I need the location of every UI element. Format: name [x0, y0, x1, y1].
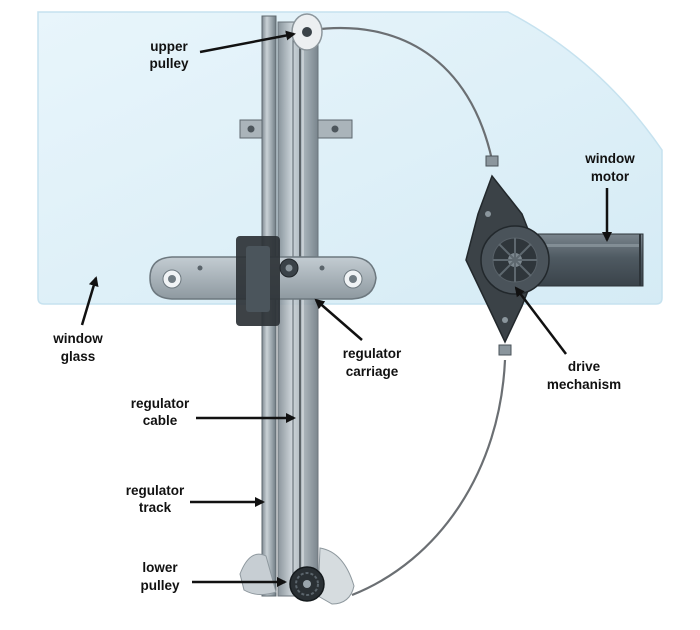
- svg-text:carriage: carriage: [346, 364, 399, 379]
- window-glass-label-line2: glass: [61, 349, 96, 364]
- svg-text:drive: drive: [568, 359, 601, 374]
- drive-mechanism-arrow: [514, 286, 567, 355]
- window-motor-label-line2: motor: [591, 169, 630, 184]
- regulator-carriage-label-line1: regulator: [343, 346, 402, 361]
- window-motor-shape: [534, 233, 644, 287]
- svg-text:mechanism: mechanism: [547, 377, 621, 392]
- label-upper-pulley: upper pulley: [149, 30, 296, 71]
- svg-text:window: window: [584, 151, 635, 166]
- window-motor-label-line1: window: [584, 151, 635, 166]
- regulator-cable-label-line2: cable: [143, 413, 178, 428]
- upper-pulley-label-line2: pulley: [149, 56, 189, 71]
- window-glass-label-line1: window: [52, 331, 103, 346]
- drive-mechanism-label-line2: mechanism: [547, 377, 621, 392]
- label-drive-mechanism: drive mechanism: [514, 286, 621, 392]
- label-regulator-track: regulator track: [126, 483, 265, 515]
- lower-pulley-label-line1: lower: [142, 560, 178, 575]
- regulator-cable-lower: [351, 359, 507, 597]
- svg-text:upper: upper: [150, 39, 188, 54]
- regulator-cable-label-line1: regulator: [131, 396, 190, 411]
- label-window-motor: window motor: [584, 151, 635, 242]
- regulator-track-shape: [261, 15, 319, 597]
- regulator-track-label-line2: track: [139, 500, 172, 515]
- window-glass-arrow: [80, 276, 99, 326]
- svg-text:regulator: regulator: [131, 396, 190, 411]
- regulator-carriage-shape: [149, 236, 377, 326]
- svg-text:pulley: pulley: [140, 578, 180, 593]
- upper-pulley-label-line1: upper: [150, 39, 188, 54]
- label-lower-pulley: lower pulley: [140, 560, 287, 593]
- svg-text:motor: motor: [591, 169, 630, 184]
- regulator-carriage-label-line2: carriage: [346, 364, 399, 379]
- label-regulator-carriage: regulator carriage: [314, 298, 402, 379]
- svg-text:lower: lower: [142, 560, 178, 575]
- lower-pulley-shape: [239, 547, 355, 605]
- svg-text:track: track: [139, 500, 172, 515]
- regulator-carriage-arrow: [314, 298, 363, 341]
- svg-text:glass: glass: [61, 349, 96, 364]
- regulator-cable-upper: [311, 26, 494, 161]
- lower-pulley-label-line2: pulley: [140, 578, 180, 593]
- svg-text:window: window: [52, 331, 103, 346]
- upper-pulley-shape: [291, 13, 323, 51]
- svg-text:pulley: pulley: [149, 56, 189, 71]
- drive-mechanism-label-line1: drive: [568, 359, 601, 374]
- upper-pulley-arrow: [199, 30, 296, 54]
- regulator-track-label-line1: regulator: [126, 483, 185, 498]
- svg-text:cable: cable: [143, 413, 178, 428]
- svg-text:regulator: regulator: [126, 483, 185, 498]
- drive-mechanism-shape: [465, 174, 550, 344]
- label-window-glass: window glass: [52, 276, 103, 364]
- svg-text:regulator: regulator: [343, 346, 402, 361]
- label-regulator-cable: regulator cable: [131, 396, 296, 428]
- mounting-tabs: [239, 119, 353, 139]
